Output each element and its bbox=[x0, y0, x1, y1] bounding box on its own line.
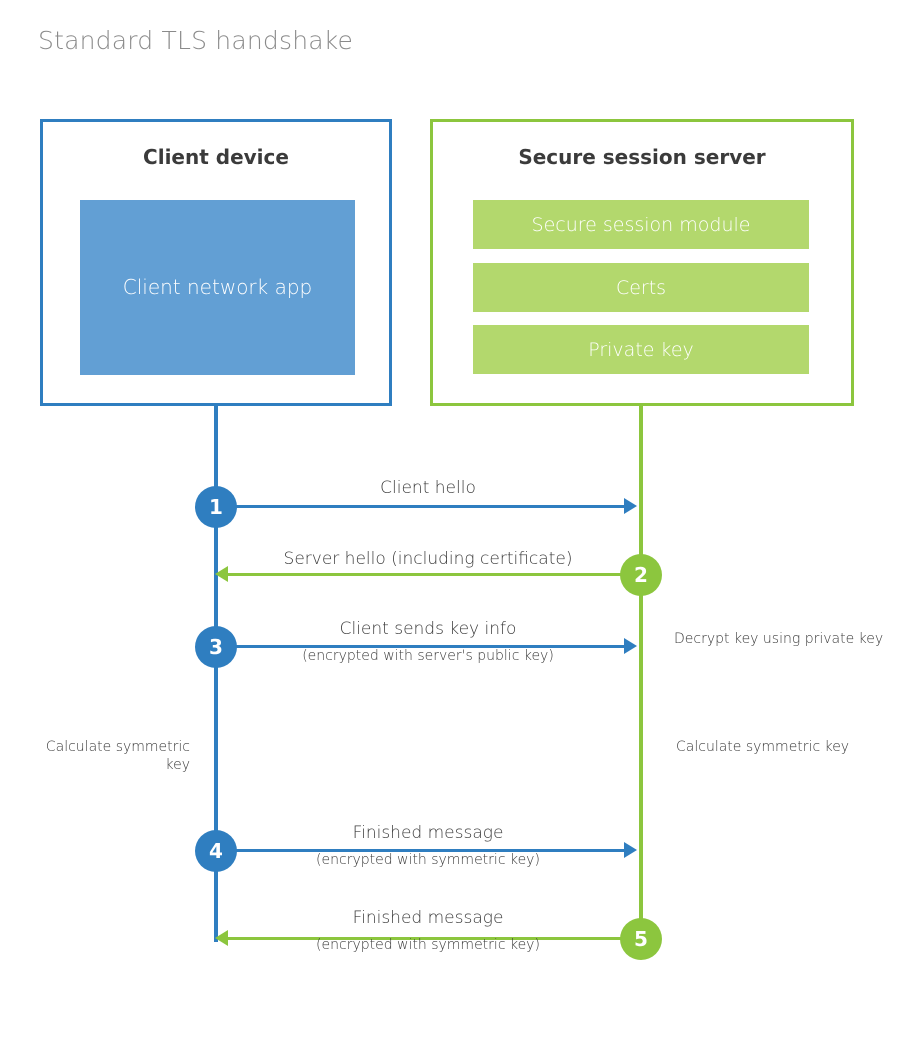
secure-session-server-box: Secure session server Secure session mod… bbox=[430, 119, 854, 406]
step-2-arrow-head-left-icon bbox=[215, 566, 228, 582]
step-1-arrow-line bbox=[216, 505, 626, 508]
step-5-label-main: Finished message bbox=[352, 908, 504, 928]
step-2-label-main: Server hello (including certificate) bbox=[283, 549, 573, 569]
client-network-app-block: Client network app bbox=[80, 200, 355, 375]
step-4-label-sub: (encrypted with symmetric key) bbox=[316, 852, 540, 868]
step-2-label: Server hello (including certificate) bbox=[228, 549, 628, 569]
page-title: Standard TLS handshake bbox=[38, 26, 354, 55]
step-marker-2: 2 bbox=[620, 554, 662, 596]
step-1-label-main: Client hello bbox=[380, 478, 476, 498]
client-lifeline bbox=[214, 403, 218, 942]
step-4-label: Finished message (encrypted with symmetr… bbox=[228, 823, 628, 868]
step-5-label-sub: (encrypted with symmetric key) bbox=[316, 937, 540, 953]
step-4-label-main: Finished message bbox=[352, 823, 504, 843]
step-marker-5: 5 bbox=[620, 918, 662, 960]
step-2-arrow-line bbox=[223, 573, 627, 576]
step-4-arrow-head-right-icon bbox=[624, 842, 637, 858]
step-5-arrow-head-left-icon bbox=[215, 930, 228, 946]
step-1-arrow-head-right-icon bbox=[624, 498, 637, 514]
client-device-box: Client device Client network app bbox=[40, 119, 392, 406]
step-marker-1: 1 bbox=[195, 486, 237, 528]
step-3-label-sub: (encrypted with server's public key) bbox=[302, 648, 554, 664]
step-1-label: Client hello bbox=[228, 478, 628, 498]
client-device-title: Client device bbox=[143, 145, 289, 169]
step-3-label: Client sends key info (encrypted with se… bbox=[228, 619, 628, 664]
step-5-arrow-line bbox=[223, 937, 627, 940]
server-component-certs: Certs bbox=[473, 263, 809, 312]
server-component-secure-session-module: Secure session module bbox=[473, 200, 809, 249]
note-calculate-symmetric-key-client: Calculate symmetric key bbox=[45, 739, 190, 774]
step-marker-4: 4 bbox=[195, 830, 237, 872]
step-3-arrow-line bbox=[216, 645, 626, 648]
step-3-arrow-head-right-icon bbox=[624, 638, 637, 654]
secure-session-server-title: Secure session server bbox=[518, 145, 766, 169]
server-lifeline bbox=[639, 403, 643, 939]
step-5-label: Finished message (encrypted with symmetr… bbox=[228, 908, 628, 953]
server-component-private-key: Private key bbox=[473, 325, 809, 374]
step-3-label-main: Client sends key info bbox=[339, 619, 517, 639]
note-calculate-symmetric-key-server: Calculate symmetric key bbox=[676, 739, 850, 755]
step-4-arrow-line bbox=[216, 849, 626, 852]
note-decrypt-key: Decrypt key using private key bbox=[674, 631, 884, 647]
step-marker-3: 3 bbox=[195, 626, 237, 668]
